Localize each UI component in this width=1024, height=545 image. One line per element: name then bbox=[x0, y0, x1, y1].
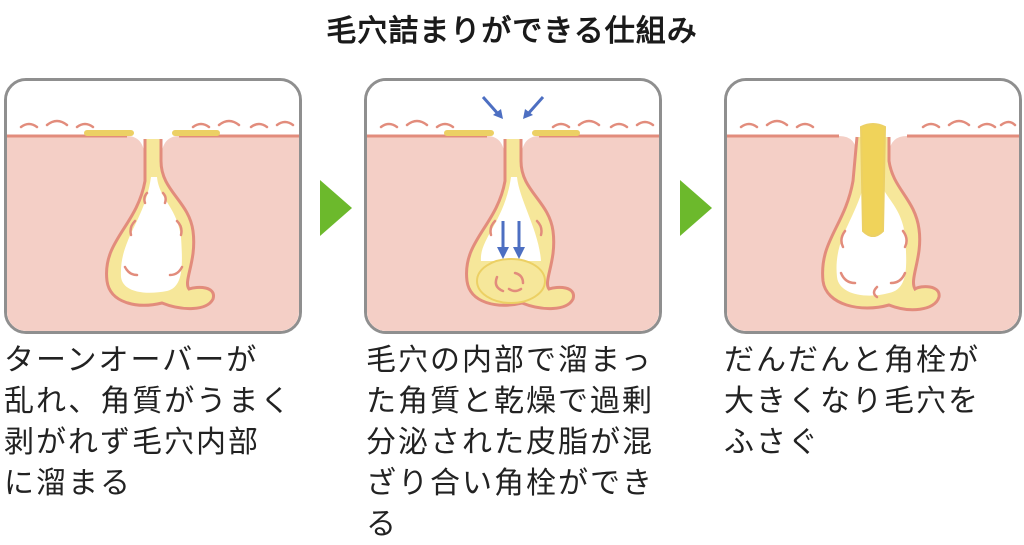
skin-layer bbox=[727, 136, 1019, 331]
epidermis-scales bbox=[739, 119, 1017, 129]
step-3-caption: だんだんと角栓が 大きくなり毛穴を ふさぐ bbox=[724, 343, 980, 460]
step-1-illustration bbox=[4, 78, 302, 334]
compression-arrows bbox=[481, 96, 545, 119]
keratin-flakes bbox=[489, 219, 543, 293]
next-step-arrow-2 bbox=[680, 180, 712, 236]
step-2-caption: 毛穴の内部で溜まっ た角質と乾燥で過剰 分泌された皮脂が混 ざり合い角栓ができる bbox=[366, 343, 654, 542]
step-3-illustration bbox=[724, 78, 1022, 334]
pore-interior bbox=[120, 177, 182, 293]
pore-interior bbox=[836, 181, 907, 296]
skin-layer bbox=[367, 136, 659, 331]
step-2-illustration bbox=[364, 78, 662, 334]
enlarged-sebum-plug bbox=[859, 123, 887, 237]
triangle-right-icon bbox=[320, 180, 352, 236]
keratin-flakes bbox=[123, 191, 184, 277]
next-step-arrow-1 bbox=[320, 180, 352, 236]
step-1-caption: ターンオーバーが 乱れ、角質がうまく 剥がれず毛穴内部 に溜まる bbox=[4, 343, 293, 501]
diagram-title: 毛穴詰まりができる仕組み bbox=[326, 14, 698, 49]
sebum-plug bbox=[476, 258, 546, 304]
epidermis-scales bbox=[19, 119, 295, 129]
epidermis-scales bbox=[379, 119, 655, 129]
keratin-flakes bbox=[839, 229, 908, 299]
arrow-down-icon bbox=[497, 221, 525, 259]
skin-layer bbox=[7, 136, 299, 331]
triangle-right-icon bbox=[680, 180, 712, 236]
pore-interior bbox=[480, 177, 541, 261]
